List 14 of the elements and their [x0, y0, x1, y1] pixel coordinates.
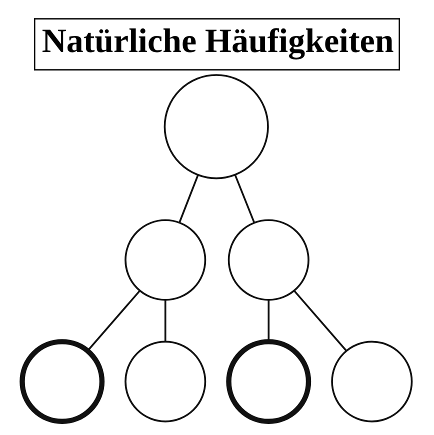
connector — [268, 300, 270, 342]
node-circle — [228, 219, 310, 301]
node-circle — [331, 340, 413, 422]
connector — [293, 290, 347, 352]
connector — [164, 300, 166, 342]
node-circle — [164, 74, 269, 180]
node-circle — [226, 339, 312, 424]
node-circle — [124, 340, 206, 422]
connector — [178, 174, 199, 223]
node-circle — [124, 219, 206, 301]
node-circle — [20, 339, 105, 424]
diagram-title: Natürliche Häufigkeiten — [42, 22, 394, 60]
connector — [234, 174, 255, 223]
connector — [87, 290, 141, 352]
